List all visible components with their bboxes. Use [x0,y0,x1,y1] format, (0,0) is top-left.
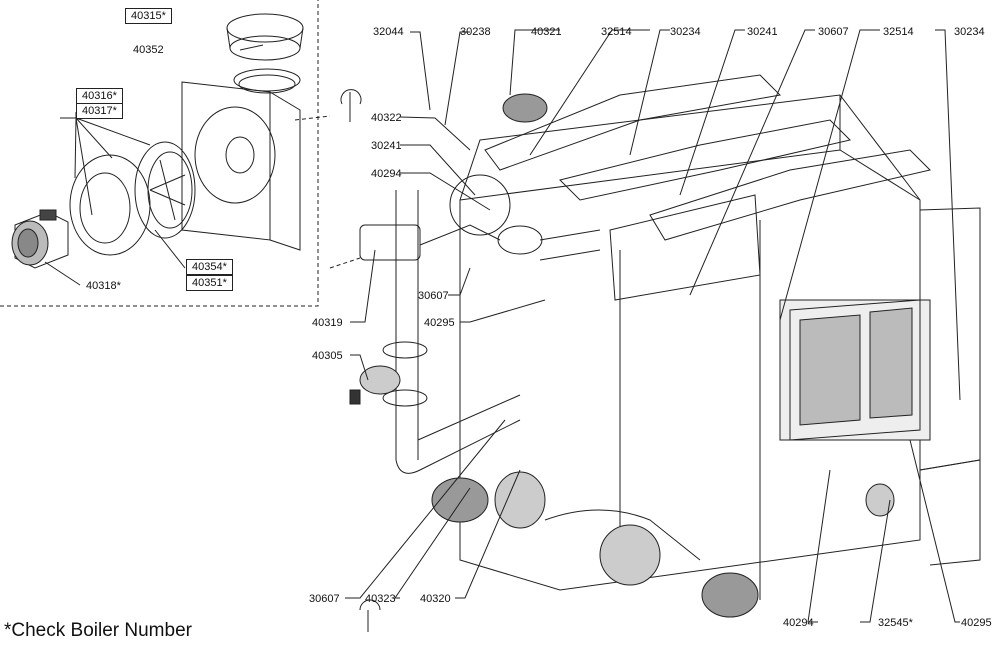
callout-30238: 30238 [460,26,491,38]
boiler-body [340,74,981,632]
callout-40323: 40323 [365,593,396,605]
callout-30607-bottom: 30607 [309,593,340,605]
back-plate [69,154,151,256]
callout-40317: 40317* [76,103,123,119]
flange-ring [226,13,304,94]
callout-32514-top-left: 32514 [601,26,632,38]
callout-40319: 40319 [312,317,343,329]
callout-40318: 40318* [86,280,121,292]
callout-32545: 32545* [878,617,913,629]
callout-30234-top: 30234 [670,26,701,38]
callout-30607-top: 30607 [818,26,849,38]
feed-pipe-assembly [349,174,601,474]
callout-40354: 40354* [186,259,233,275]
fan-housing-plate [181,81,301,251]
callout-32044: 32044 [373,26,404,38]
callout-40322: 40322 [371,112,402,124]
callout-32514-top-right: 32514 [883,26,914,38]
callout-40351: 40351* [186,275,233,291]
callout-30607-middle: 30607 [418,290,449,302]
leader-lines [44,29,961,623]
callout-40352: 40352 [133,44,164,56]
inset-motor [11,209,69,269]
callout-30241-top: 30241 [747,26,778,38]
callout-40305: 40305 [312,350,343,362]
inset-link-line [294,115,331,121]
impeller-wheel [134,141,196,239]
callout-30234-top-right: 30234 [954,26,985,38]
callout-40315: 40315* [125,8,172,24]
callout-40294-bottom: 40294 [783,617,814,629]
callout-40321: 40321 [531,26,562,38]
callout-40294-left: 40294 [371,168,402,180]
callout-40295-left: 40295 [424,317,455,329]
inset-border [0,0,319,307]
inset-link-line-lower [329,257,361,269]
callout-40320: 40320 [420,593,451,605]
callout-40295-bottom: 40295 [961,617,992,629]
callout-40316: 40316* [76,88,123,104]
check-boiler-note: *Check Boiler Number [4,620,192,641]
callout-30241-left: 30241 [371,140,402,152]
